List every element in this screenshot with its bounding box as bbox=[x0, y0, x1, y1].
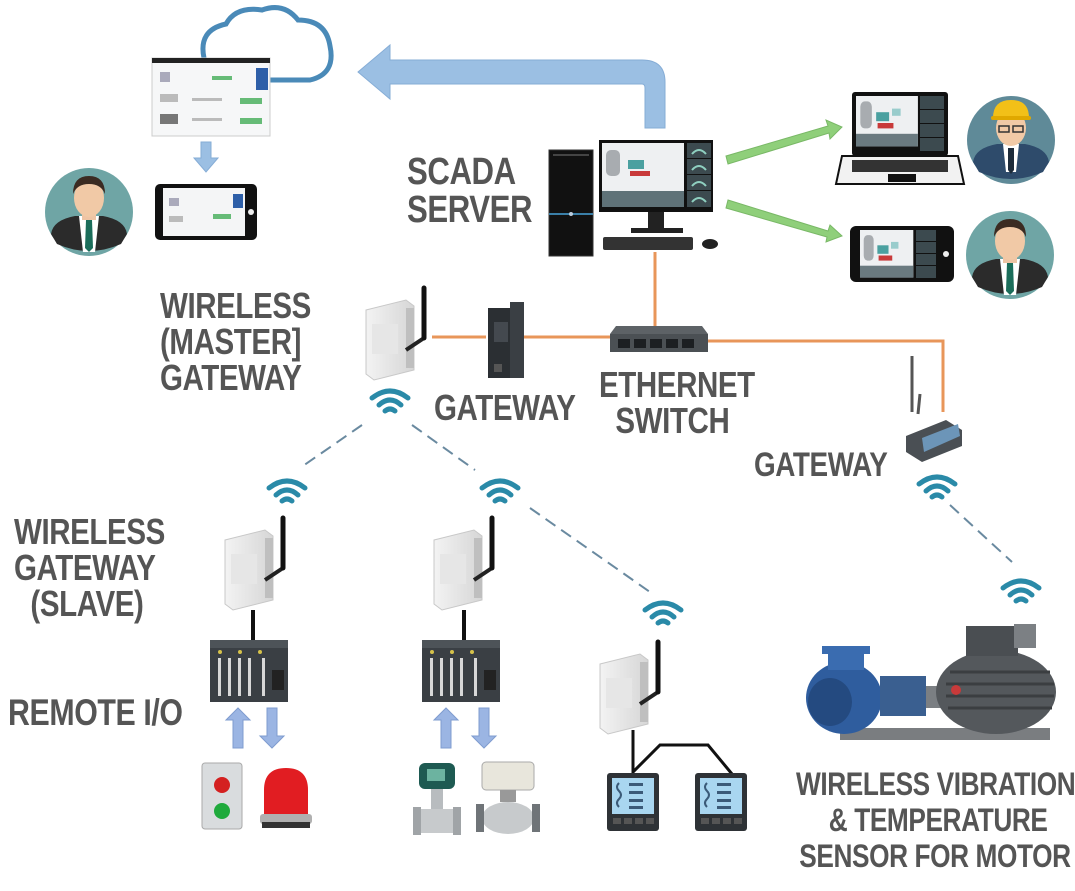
arrow-cloud-to-tablet bbox=[192, 141, 220, 173]
push-button-icon bbox=[201, 762, 243, 830]
user-avatar-icon bbox=[966, 211, 1054, 299]
din-rail-radio-icon bbox=[225, 518, 283, 610]
beacon-light-icon bbox=[260, 768, 312, 828]
wireless-link-master-to-slave-1 bbox=[299, 424, 363, 469]
mouse bbox=[702, 239, 718, 249]
io-input-arrow-icon bbox=[225, 707, 251, 749]
wifi-signal-icon bbox=[645, 603, 681, 623]
label-scada-server: SCADA SERVER bbox=[407, 151, 533, 231]
label-line: (SLAVE) bbox=[30, 583, 144, 624]
valve-actuator-icon bbox=[476, 761, 540, 834]
network-switch-icon bbox=[610, 326, 708, 352]
wifi-signal-icon bbox=[372, 391, 408, 411]
label-line: ETHERNET bbox=[599, 364, 755, 405]
arrow-to-laptop bbox=[725, 119, 843, 165]
wireless-link-right-gateway-to-motor bbox=[949, 504, 1013, 563]
label-line: WIRELESS VIBRATION bbox=[796, 766, 1075, 802]
mobile-access-arrows bbox=[725, 119, 843, 243]
desktop-computer-icon bbox=[548, 140, 718, 257]
engineer-avatar-icon bbox=[967, 96, 1055, 184]
power-meter-icon bbox=[606, 772, 660, 832]
label-right-gateway: GATEWAY bbox=[754, 446, 888, 484]
label-line: & TEMPERATURE bbox=[828, 801, 1048, 838]
io-output-arrow-icon bbox=[471, 707, 497, 749]
wired-link-slave-3-to-meters bbox=[631, 730, 734, 776]
dashboard-screen-icon bbox=[151, 57, 271, 137]
io-input-arrow-icon bbox=[433, 707, 459, 749]
label-line: (MASTER] bbox=[160, 321, 302, 362]
din-rail-radio-icon bbox=[434, 518, 492, 610]
wifi-signal-icon bbox=[482, 481, 518, 501]
wireless-link-master-to-slave-2 bbox=[411, 424, 476, 471]
wifi-signal-icon bbox=[919, 477, 955, 497]
label-line: GATEWAY bbox=[14, 547, 156, 588]
din-rail-radio-icon bbox=[366, 288, 424, 380]
wifi-signal-icon bbox=[269, 481, 305, 501]
label-line: SWITCH bbox=[615, 400, 730, 441]
cloud-icon bbox=[200, 5, 334, 83]
label-motor-sensor: WIRELESS VIBRATION & TEMPERATURE SENSOR … bbox=[796, 766, 1075, 874]
smartphone-icon bbox=[850, 226, 954, 282]
pc-tower bbox=[548, 149, 594, 257]
label-line: WIRELESS bbox=[14, 511, 165, 552]
laptop-icon bbox=[834, 92, 966, 185]
keyboard bbox=[603, 237, 693, 250]
label-ethernet-switch: ETHERNET SWITCH bbox=[599, 367, 755, 439]
user-avatar-icon bbox=[45, 168, 133, 256]
wireless-link-slave-2-to-slave-3 bbox=[529, 507, 651, 593]
wifi-signal-icon bbox=[1003, 581, 1039, 601]
label-line: SENSOR FOR MOTOR bbox=[799, 837, 1071, 874]
wireless-links bbox=[299, 424, 1013, 593]
label-line: WIRELESS bbox=[160, 285, 311, 326]
label-wireless-master-gateway: WIRELESS (MASTER] GATEWAY bbox=[160, 288, 311, 396]
arrow-to-phone bbox=[725, 199, 843, 243]
io-output-arrow-icon bbox=[259, 707, 285, 749]
link-switch-to-right-gateway bbox=[706, 339, 945, 412]
cloud-upload-arrow bbox=[357, 43, 666, 129]
flow-meter-icon bbox=[413, 763, 461, 835]
plc-rack-icon bbox=[422, 640, 500, 702]
plc-rack-icon bbox=[210, 640, 288, 702]
label-remote-io: REMOTE I/O bbox=[8, 692, 183, 733]
label-line: SERVER bbox=[407, 189, 533, 231]
power-meter-icon bbox=[694, 772, 748, 832]
label-line: GATEWAY bbox=[160, 357, 302, 398]
label-wireless-gateway-slave: WIRELESS GATEWAY (SLAVE) bbox=[14, 514, 165, 622]
label-line: SCADA bbox=[407, 151, 516, 193]
label-gateway: GATEWAY bbox=[434, 387, 576, 428]
ethernet-links bbox=[432, 252, 945, 412]
tablet-icon bbox=[155, 184, 257, 240]
pump-motor-icon bbox=[806, 624, 1056, 740]
gateway-module-icon bbox=[488, 302, 524, 378]
wireless-router-icon bbox=[906, 356, 962, 462]
din-rail-radio-icon bbox=[600, 642, 658, 734]
